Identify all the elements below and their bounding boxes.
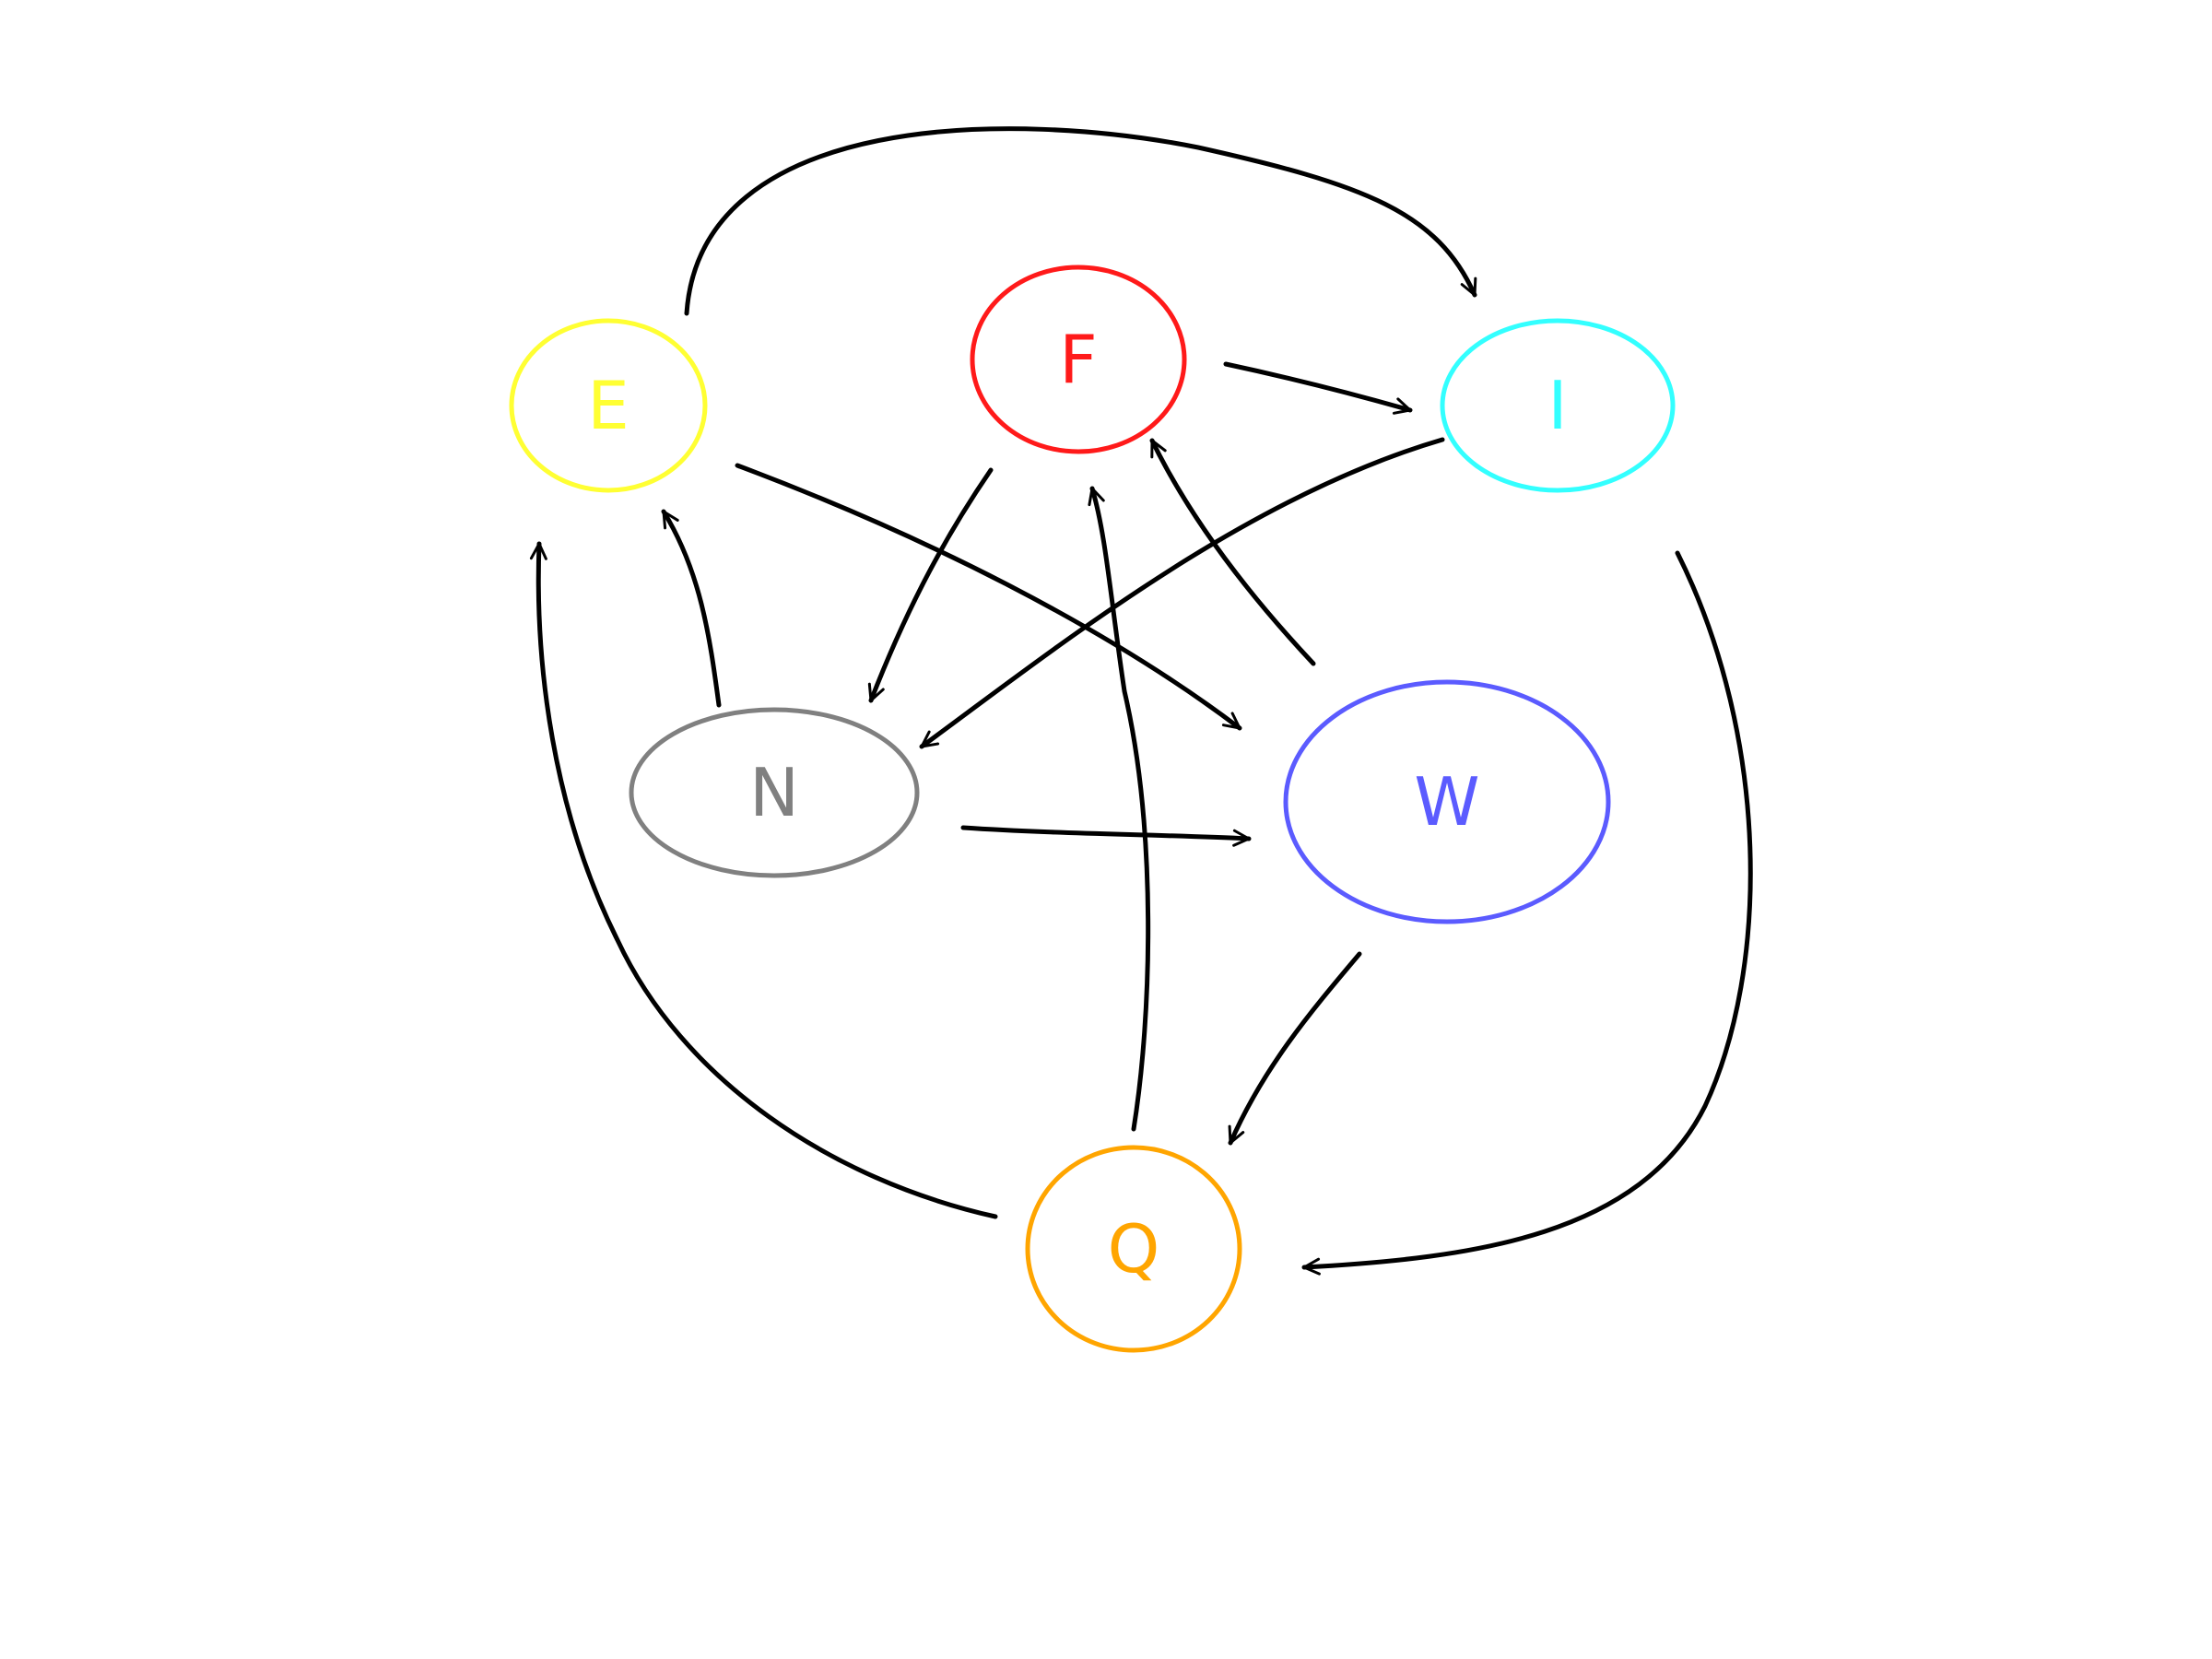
edge-w-to-q — [1228, 951, 1362, 1146]
node-w-circle — [1283, 679, 1611, 924]
edge-q-to-f — [1088, 486, 1151, 1132]
edge-e-to-w — [735, 463, 1242, 731]
edge-i-to-n — [919, 437, 1445, 749]
node-n-circle — [629, 707, 920, 878]
node-f: F — [970, 265, 1187, 454]
node-e-circle — [509, 318, 708, 493]
node-q-label: Q — [1108, 1210, 1160, 1288]
node-i: I — [1440, 318, 1676, 493]
nodes-layer: E F I N W Q — [509, 265, 1676, 1353]
node-f-circle — [970, 265, 1187, 454]
node-w: W — [1283, 679, 1611, 924]
edge-w-to-f — [1149, 438, 1316, 666]
edge-q-to-e — [529, 541, 998, 1219]
node-q: Q — [1025, 1145, 1242, 1353]
edge-i-to-q — [1301, 550, 1753, 1276]
edge-n-to-e — [661, 509, 722, 708]
node-q-circle — [1025, 1145, 1242, 1353]
node-n-label: N — [749, 754, 799, 831]
edges-layer — [529, 126, 1753, 1276]
node-n: N — [629, 707, 920, 878]
node-i-circle — [1440, 318, 1676, 493]
edge-f-to-n — [867, 467, 994, 703]
node-f-label: F — [1059, 321, 1097, 398]
node-w-label: W — [1414, 763, 1479, 841]
edge-f-to-i — [1223, 361, 1413, 415]
edge-n-to-w — [960, 825, 1252, 847]
node-i-label: I — [1547, 367, 1567, 444]
node-e: E — [509, 318, 708, 493]
edge-e-to-i — [684, 126, 1477, 316]
node-e-label: E — [587, 367, 629, 444]
